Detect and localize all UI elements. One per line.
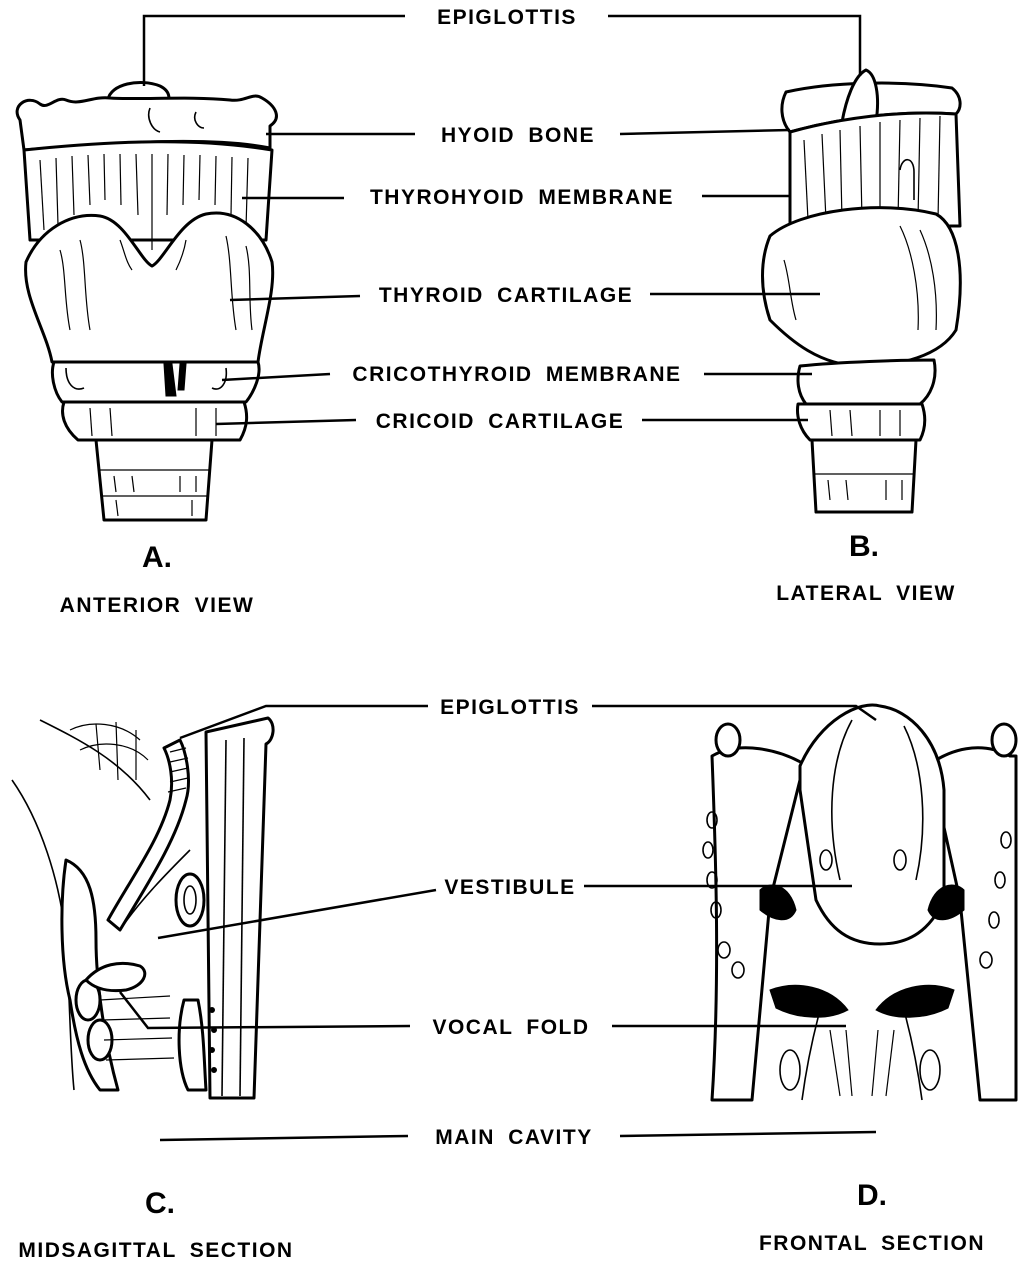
label-epiglottis-bottom: EPIGLOTTIS (440, 696, 580, 719)
label-cricothyroid-membrane: CRICOTHYROID MEMBRANE (352, 363, 681, 386)
leader-epiglottis-top-right (608, 16, 860, 76)
leader-main-cavity-right (620, 1132, 876, 1136)
label-thyroid-cartilage: THYROID CARTILAGE (379, 284, 633, 307)
panel-letter-a: A. (142, 541, 172, 574)
panel-caption-d: FRONTAL SECTION (759, 1232, 985, 1255)
label-cricoid-cartilage: CRICOID CARTILAGE (376, 410, 625, 433)
label-epiglottis-top: EPIGLOTTIS (437, 6, 577, 29)
leader-vocal-fold-left (120, 992, 410, 1028)
panel-letter-b: B. (849, 530, 879, 563)
label-hyoid-bone: HYOID BONE (441, 124, 595, 147)
label-vocal-fold: VOCAL FOLD (432, 1016, 589, 1039)
structure-labels: EPIGLOTTIS HYOID BONE THYROHYOID MEMBRAN… (352, 6, 681, 1149)
panel-caption-a: ANTERIOR VIEW (60, 594, 255, 617)
label-vestibule: VESTIBULE (444, 876, 575, 899)
panel-letter-c: C. (145, 1187, 175, 1220)
midsagittal-section-drawing (12, 718, 273, 1098)
panel-caption-b: LATERAL VIEW (776, 582, 956, 605)
leader-main-cavity-left (160, 1136, 408, 1140)
anterior-view-drawing (17, 82, 276, 520)
frontal-section-drawing (703, 705, 1016, 1100)
label-thyrohyoid-membrane: THYROHYOID MEMBRANE (370, 186, 674, 209)
panel-letter-d: D. (857, 1179, 887, 1212)
leader-epiglottis-top-left (144, 16, 405, 86)
lateral-view-drawing (763, 70, 961, 512)
leader-epiglottis-bottom-right (592, 706, 876, 720)
leader-hyoid-right (620, 130, 790, 134)
label-main-cavity: MAIN CAVITY (435, 1126, 592, 1149)
panel-caption-c: MIDSAGITTAL SECTION (18, 1239, 293, 1262)
